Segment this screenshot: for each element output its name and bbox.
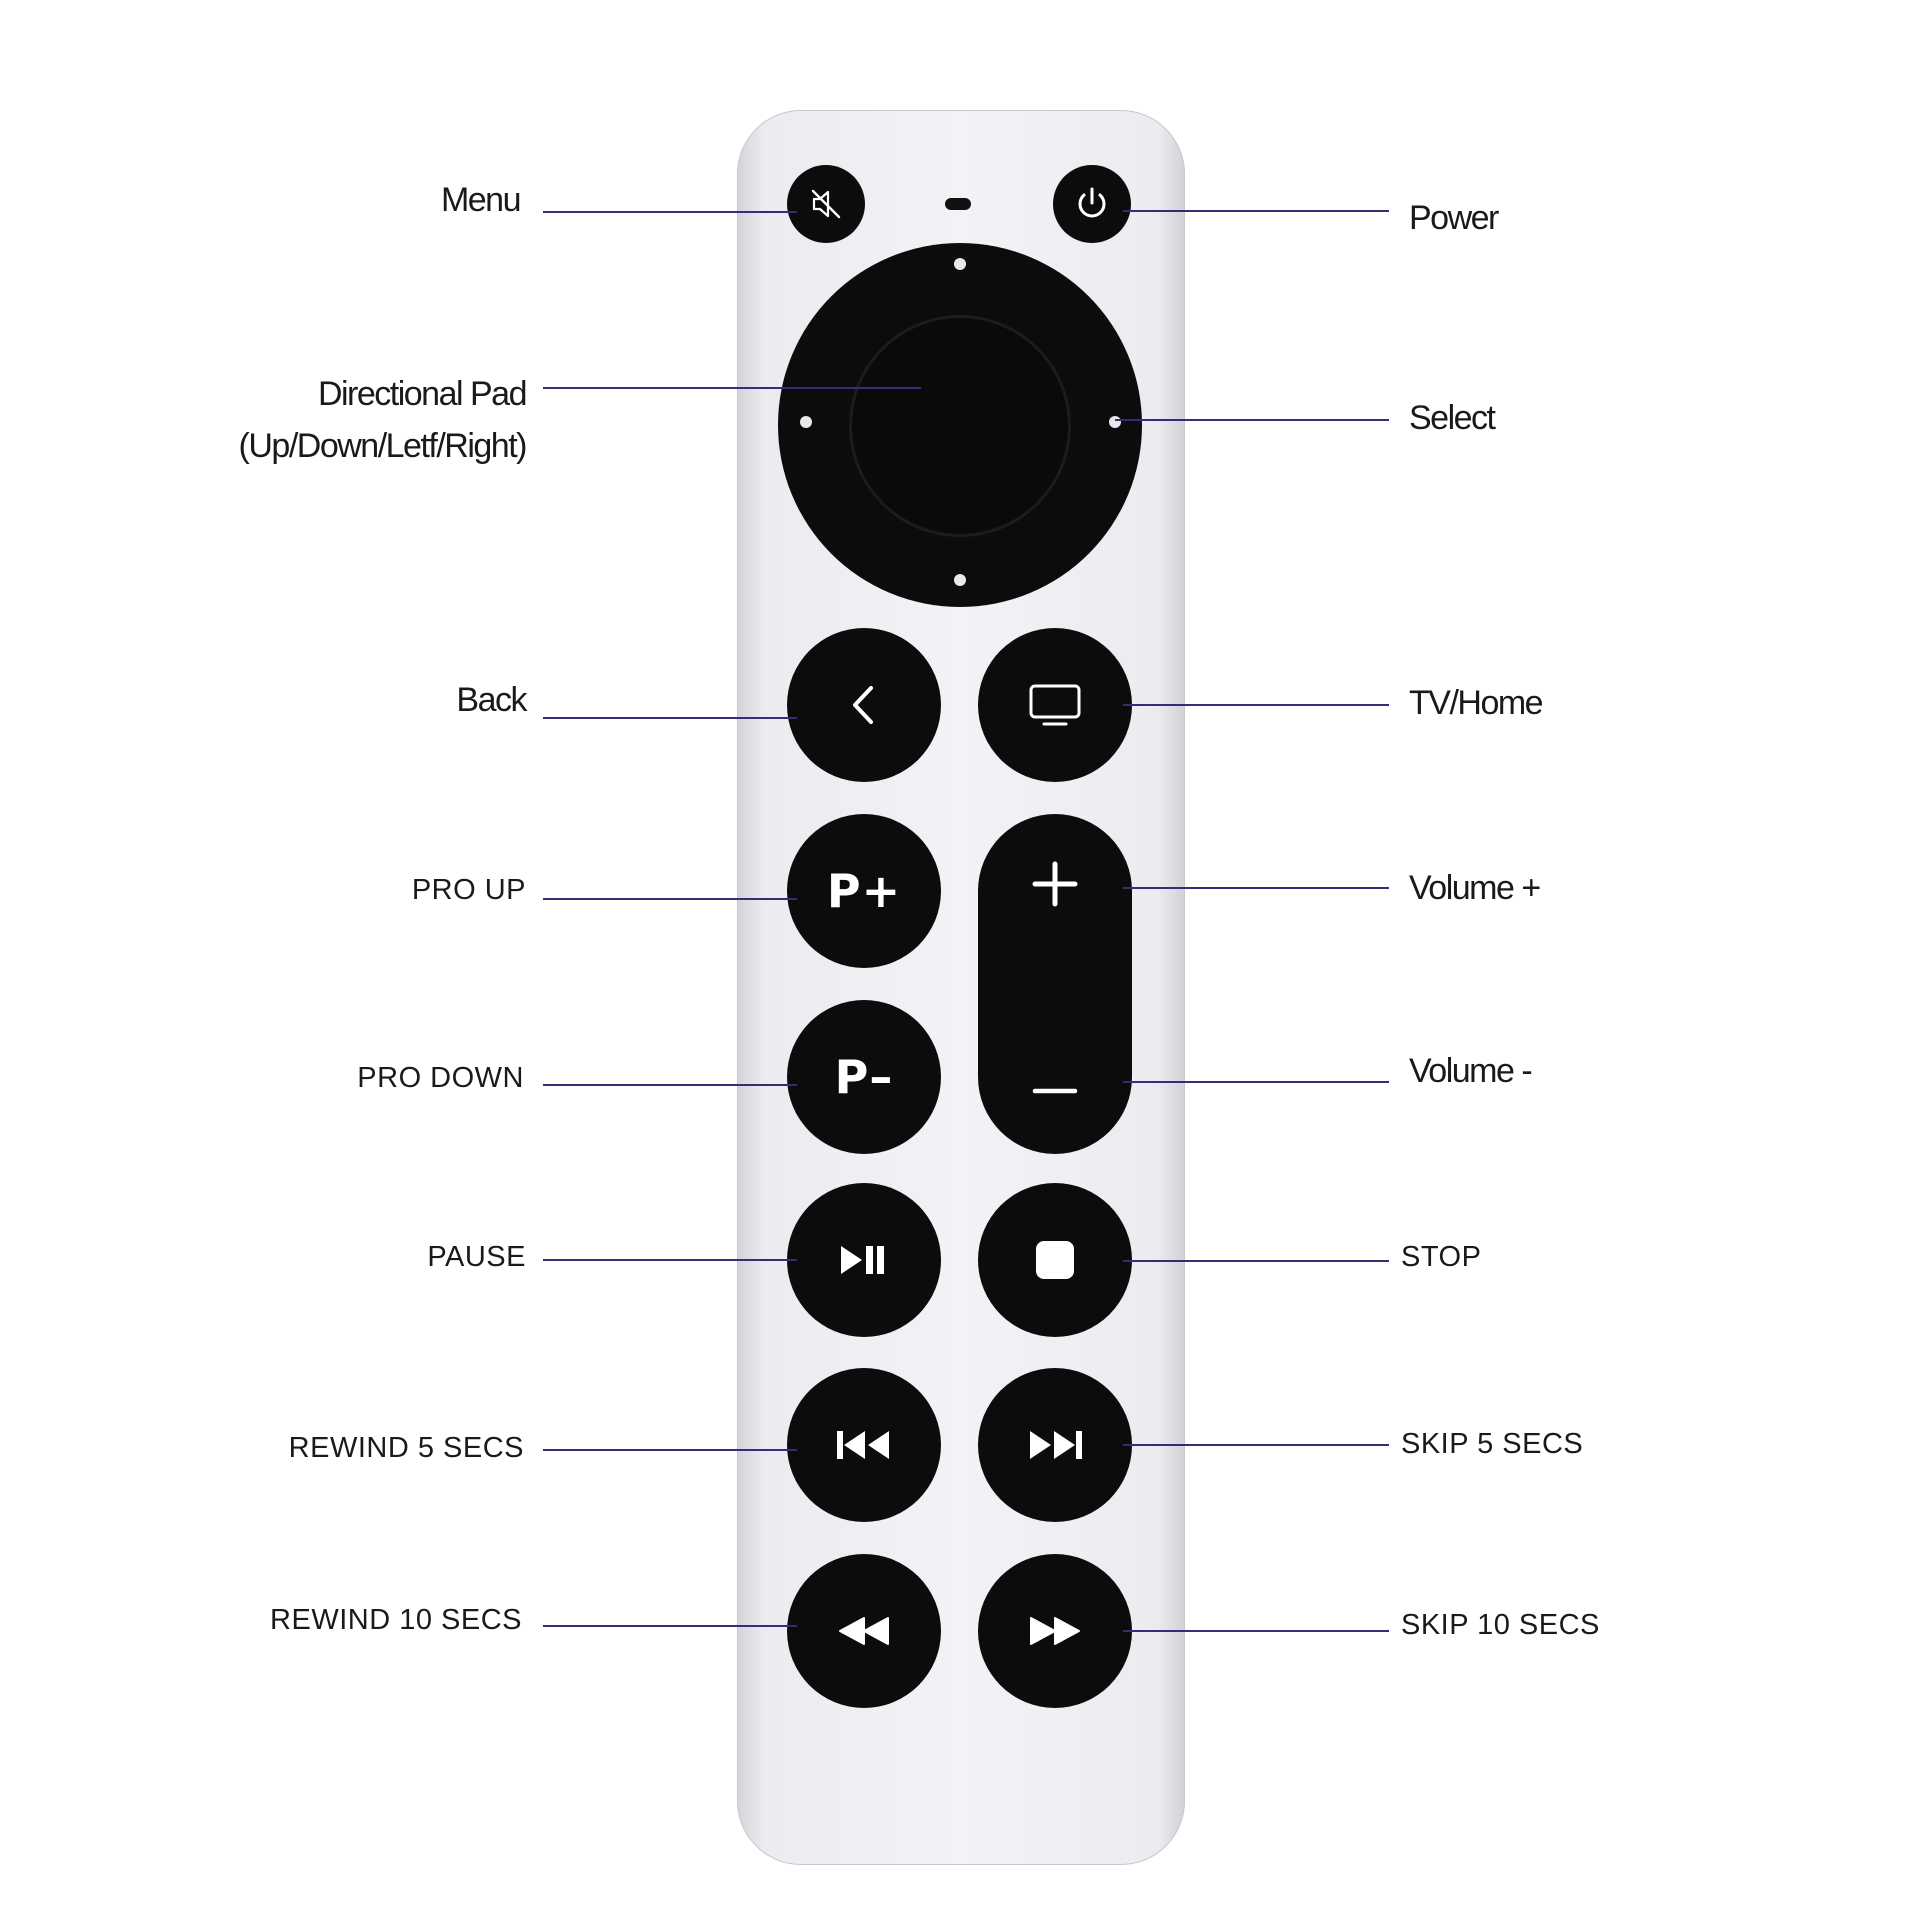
label-rewind-5: REWIND 5 SECS <box>288 1432 524 1464</box>
label-skip-10: SKIP 10 SECS <box>1401 1609 1600 1641</box>
leader-skip-10 <box>1123 1630 1389 1632</box>
mute-icon <box>811 189 841 219</box>
label-directional-pad-sub: (Up/Down/Letf/Right) <box>238 427 528 465</box>
label-skip-5: SKIP 5 SECS <box>1401 1428 1584 1460</box>
status-led <box>945 198 971 210</box>
fast-forward-icon <box>1030 1617 1080 1645</box>
leader-rewind-5 <box>543 1449 797 1451</box>
menu-button[interactable] <box>787 165 865 243</box>
label-pro-up: PRO UP <box>411 874 526 906</box>
pause-button[interactable] <box>787 1183 941 1337</box>
leader-tv-home <box>1123 704 1389 706</box>
skip-next-icon <box>1030 1431 1082 1459</box>
skip-10-button[interactable] <box>978 1554 1132 1708</box>
play-pause-icon <box>841 1246 884 1274</box>
leader-volume-down <box>1123 1081 1389 1083</box>
label-volume-down: Volume - <box>1409 1052 1533 1090</box>
dpad-left-dot[interactable] <box>800 416 812 428</box>
leader-select <box>1115 419 1389 421</box>
back-button[interactable] <box>787 628 941 782</box>
stop-button[interactable] <box>978 1183 1132 1337</box>
dpad-up-dot[interactable] <box>954 258 966 270</box>
leader-rewind-10 <box>543 1625 797 1627</box>
label-rewind-10: REWIND 10 SECS <box>270 1604 522 1636</box>
label-directional-pad: Directional Pad <box>317 375 528 413</box>
leader-menu <box>543 211 797 213</box>
leader-stop <box>1123 1260 1389 1262</box>
label-pro-down: PRO DOWN <box>357 1062 524 1094</box>
volume-up-button[interactable] <box>978 814 1132 984</box>
rewind-icon <box>839 1617 889 1645</box>
label-volume-up: Volume + <box>1409 869 1541 907</box>
power-button[interactable] <box>1053 165 1131 243</box>
pro-down-glyph: P– <box>834 1050 894 1104</box>
label-select: Select <box>1409 399 1496 437</box>
plus-icon <box>1032 861 1078 907</box>
back-chevron-icon <box>853 686 873 724</box>
leader-pro-up <box>543 898 797 900</box>
pro-down-button[interactable]: P– <box>787 1000 941 1154</box>
leader-directional-pad <box>543 387 921 389</box>
label-power: Power <box>1409 199 1499 237</box>
leader-back <box>543 717 797 719</box>
dpad-right-dot[interactable] <box>1109 416 1121 428</box>
rewind-5-button[interactable] <box>787 1368 941 1522</box>
label-back: Back <box>456 681 527 719</box>
rewind-10-button[interactable] <box>787 1554 941 1708</box>
power-icon <box>1078 187 1106 218</box>
leader-pro-down <box>543 1084 797 1086</box>
pro-up-glyph: P+ <box>826 864 902 918</box>
label-menu: Menu <box>440 181 522 219</box>
select-button[interactable] <box>852 318 1068 534</box>
leader-volume-up <box>1123 887 1389 889</box>
label-tv-home: TV/Home <box>1409 684 1544 722</box>
pro-up-button[interactable]: P+ <box>787 814 941 968</box>
leader-pause <box>543 1259 797 1261</box>
skip-previous-icon <box>837 1431 889 1459</box>
leader-power <box>1123 210 1389 212</box>
stop-icon <box>1036 1241 1074 1279</box>
tv-icon <box>1029 684 1081 726</box>
volume-down-button[interactable] <box>978 984 1132 1154</box>
leader-skip-5 <box>1123 1444 1389 1446</box>
dpad-down-dot[interactable] <box>954 574 966 586</box>
minus-icon <box>1032 1088 1078 1094</box>
tv-home-button[interactable] <box>978 628 1132 782</box>
label-pause: PAUSE <box>427 1241 526 1273</box>
label-stop: STOP <box>1401 1241 1482 1273</box>
skip-5-button[interactable] <box>978 1368 1132 1522</box>
